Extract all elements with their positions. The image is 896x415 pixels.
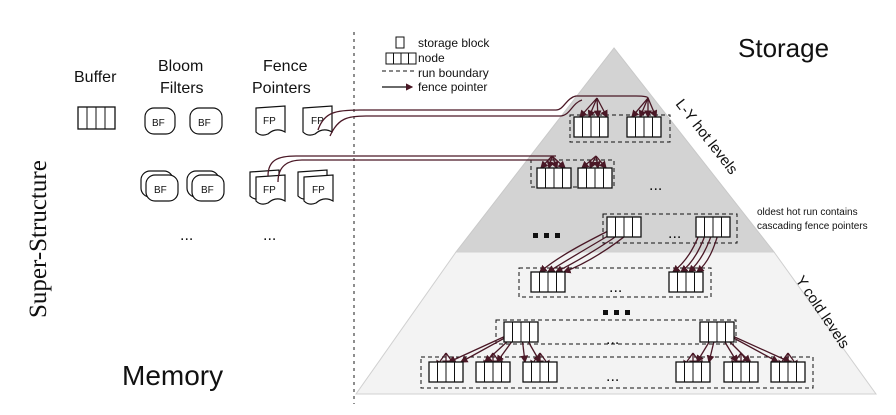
cold-run2-ellipsis: ... [606,331,619,348]
annotation-line1: oldest hot run contains [757,207,858,218]
legend: storage block node run boundary fence po… [382,36,490,94]
annotation-line2: cascading fence pointers [757,221,868,232]
storage-node [675,361,711,383]
fp-label: FP [311,116,324,127]
hot-levels-dots [533,233,560,238]
bloom-filter-stack: BF [186,170,225,202]
cold-run1-ellipsis: ... [609,279,622,296]
legend-node-label: node [418,51,445,65]
cold-levels-dots [603,310,630,315]
fence-ellipsis: ... [263,227,276,244]
fence-pointer-block: FP [255,105,286,136]
storage-node [536,167,572,189]
storage-node [626,116,662,138]
hot-run-level-1 [569,114,671,143]
bloom-filter: BF [144,107,176,135]
storage-node [475,361,511,383]
bf-label: BF [198,118,211,129]
bloom-ellipsis: ... [180,227,193,244]
legend-storage-block-icon [395,36,405,49]
cold-run-level-1 [518,267,712,298]
bf-label: BF [154,185,167,196]
fp-label: FP [312,185,325,196]
fence-pointer-stack: FP [249,169,286,205]
memory-to-storage-connectors [267,95,649,183]
storage-node [577,167,613,189]
memory-label: Memory [122,360,223,391]
cold-run-level-2 [495,319,737,345]
storage-node [606,216,642,238]
fp-label: FP [263,185,276,196]
storage-node [699,321,735,343]
super-structure-label: Super-Structure [25,160,52,318]
fence-pointers-label-line1: Fence [263,58,308,75]
storage-node [695,216,731,238]
legend-run-boundary-label: run boundary [418,66,489,80]
storage-nodes [428,116,806,383]
storage-node [522,361,558,383]
legend-storage-block-label: storage block [418,36,490,50]
legend-fence-pointer-label: fence pointer [418,80,487,94]
fence-pointers-label-line2: Pointers [252,80,311,97]
cold-run-level-3 [420,356,814,389]
fp-label: FP [263,116,276,127]
legend-node-icon [385,52,417,65]
oldest-run-ellipsis: ... [668,225,681,242]
buffer-label: Buffer [74,69,117,86]
storage-node [573,116,609,138]
storage-label: Storage [738,33,829,63]
bloom-filter: BF [189,107,223,135]
fence-pointer-stack: FP [297,169,334,205]
storage-node [530,271,566,293]
hot-level-ellipsis: ... [649,177,662,194]
oldest-hot-run [602,213,738,244]
hot-run-level-2 [530,159,615,188]
bf-label: BF [201,185,214,196]
cold-run3-ellipsis: ... [606,368,619,385]
bloom-filters-label-line2: Filters [160,80,204,97]
fence-pointer-block: FP [302,105,333,136]
storage-node [770,361,806,383]
buffer-block [77,106,116,130]
storage-node [503,321,539,343]
bloom-filter-stack: BF [140,170,179,202]
bf-label: BF [152,118,165,129]
storage-node [723,361,759,383]
storage-node [428,361,464,383]
bloom-filters-label-line1: Bloom [158,58,203,75]
storage-node [668,271,704,293]
